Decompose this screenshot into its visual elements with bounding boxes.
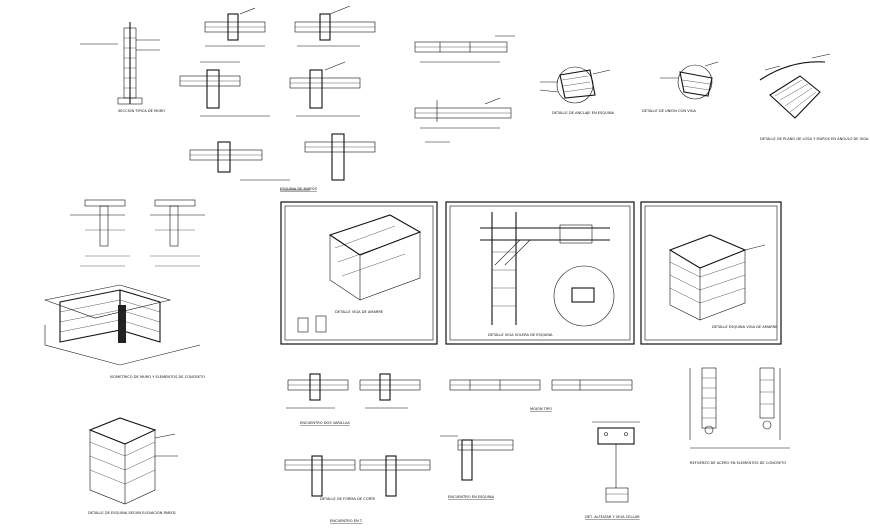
panel-3-caption: DETALLE ESQUINA VIGA DE AMARRE bbox=[712, 325, 778, 329]
detail-circle-1: DETALLE DE ANCLAJE EN ESQUINA bbox=[539, 66, 615, 115]
detail-circle-1-caption: DETALLE DE ANCLAJE EN ESQUINA bbox=[552, 111, 615, 115]
corner-caption: DETALLE DE ESQUINA SEGUN ELEVACION PARED bbox=[88, 511, 176, 515]
detail-circle-2-caption: DETALLE DE UNION CON VIGA bbox=[642, 109, 697, 113]
panel-2-caption: DETALLE VIGA SOLERA DE ESQUINA bbox=[488, 333, 553, 337]
plan-joint-6 bbox=[280, 133, 376, 191]
panel-2: DETALLE VIGA SOLERA DE ESQUINA bbox=[445, 201, 635, 345]
bottom-joint-3: MOJON TIPO bbox=[449, 379, 633, 411]
panel-1: DETALLE VIGA DE AMARRE bbox=[280, 201, 438, 345]
plan-joint-3 bbox=[179, 61, 270, 117]
iso-caption: ISOMETRICO DE MURO Y ELEMENTOS DE CONCRE… bbox=[110, 375, 205, 379]
bottom-center-caption: DETALLE DE FORMA DE CORTE bbox=[320, 497, 376, 501]
roof-eave-detail: DETALLE DE PLANO DE LOSA Y MUROS EN ANGU… bbox=[759, 53, 869, 141]
plan-joint-2 bbox=[294, 5, 376, 47]
corner-column-iso: DETALLE DE ESQUINA SEGUN ELEVACION PARED bbox=[88, 417, 178, 515]
refuerzo-caption: REFUERZO DE ACERO EN ELEMENTOS DE CONCRE… bbox=[690, 461, 786, 465]
bottom-joint-1 bbox=[286, 373, 349, 409]
mojon-caption: MOJON TIPO bbox=[530, 407, 552, 411]
small-details-left bbox=[70, 199, 205, 267]
plan-joint-5 bbox=[189, 141, 290, 181]
plan-joint-1 bbox=[204, 7, 266, 47]
encuentro-dos-caption: ENCUENTRO DOS VARILLAS bbox=[300, 421, 351, 425]
alfeizar-caption: DET. ALFEIZAR Y VIGA CELLAR bbox=[585, 515, 640, 519]
detail-circle-2: DETALLE DE UNION CON VIGA bbox=[642, 61, 719, 113]
bottom-joint-2: ENCUENTRO DOS VARILLAS bbox=[300, 373, 421, 425]
beam-section-2 bbox=[414, 97, 512, 143]
bottom-joint-5: ENCUENTRO EN ESQUINA bbox=[440, 435, 514, 499]
encuentro-esquina-caption: ENCUENTRO EN ESQUINA bbox=[448, 495, 495, 499]
alfeizar-detail: DET. ALFEIZAR Y VIGA CELLAR bbox=[585, 421, 640, 519]
bottom-joint-4: ENCUENTRO EN T bbox=[284, 455, 431, 523]
roof-caption: DETALLE DE PLANO DE LOSA Y MUROS EN ANGU… bbox=[760, 137, 869, 141]
beam-section-1 bbox=[414, 35, 515, 63]
plan-joint-4 bbox=[289, 61, 361, 117]
column-caption: SECCION TIPICA DE MURO bbox=[118, 109, 165, 113]
isometric-wall: ISOMETRICO DE MURO Y ELEMENTOS DE CONCRE… bbox=[43, 284, 205, 379]
encuentro-t-caption: ENCUENTRO EN T bbox=[330, 519, 363, 523]
panel-3: DETALLE ESQUINA VIGA DE AMARRE bbox=[640, 201, 782, 345]
column-section-detail: SECCION TIPICA DE MURO bbox=[80, 22, 165, 113]
esquina-top-caption: ESQUINA DE MUROS bbox=[280, 187, 318, 191]
panel-1-caption: DETALLE VIGA DE AMARRE bbox=[335, 310, 384, 314]
rebar-elevation: REFUERZO DE ACERO EN ELEMENTOS DE CONCRE… bbox=[689, 367, 790, 465]
